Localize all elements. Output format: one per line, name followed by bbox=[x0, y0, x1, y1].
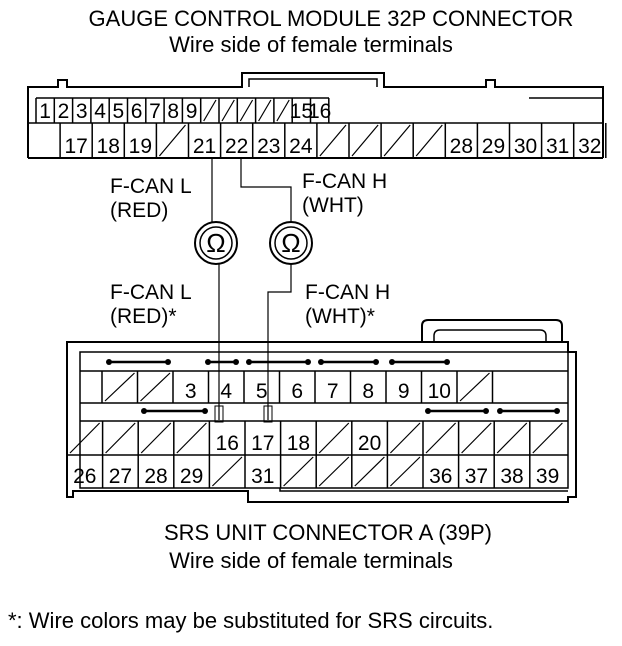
pin-number: 8 bbox=[167, 100, 179, 123]
pin-number: 3 bbox=[76, 100, 88, 123]
pin-number: 32 bbox=[578, 135, 601, 158]
pin-number: 18 bbox=[287, 432, 310, 455]
bottom-connector-row3: 26 27 28 29 31 36 37 38 39 bbox=[73, 455, 559, 488]
pin-number: 37 bbox=[465, 465, 488, 488]
empty-cavity bbox=[319, 124, 347, 157]
empty-cavity bbox=[389, 422, 421, 454]
pin-number: 10 bbox=[428, 380, 451, 403]
empty-cavity bbox=[105, 422, 136, 454]
srs-left-label-2: (RED)* bbox=[110, 305, 177, 328]
top-connector-row2: 17 18 19 21 22 23 24 28 29 30 31 32 bbox=[27, 123, 607, 158]
footnote: *: Wire colors may be substituted for SR… bbox=[8, 608, 494, 633]
empty-cavity bbox=[140, 422, 172, 454]
empty-cavity bbox=[176, 422, 207, 454]
top-connector-subtitle: Wire side of female terminals bbox=[169, 32, 453, 57]
pin-number: 2 bbox=[58, 100, 70, 123]
pin-number: 22 bbox=[225, 135, 248, 158]
pin-number: 7 bbox=[327, 380, 339, 403]
pin-number: 1 bbox=[39, 100, 51, 123]
pin-number: 4 bbox=[220, 380, 232, 403]
empty-cavity bbox=[283, 456, 314, 487]
pin-number: 5 bbox=[256, 380, 268, 403]
empty-cavity bbox=[258, 99, 272, 122]
srs-right-label-1: F-CAN H bbox=[305, 281, 390, 304]
srs-left-label-1: F-CAN L bbox=[110, 281, 192, 304]
empty-cavity bbox=[221, 99, 235, 122]
pin-number: 29 bbox=[482, 135, 505, 158]
pin-number: 29 bbox=[180, 465, 203, 488]
pin-number: 17 bbox=[64, 135, 87, 158]
shorting-bars bbox=[106, 359, 560, 414]
bottom-connector-subtitle: Wire side of female terminals bbox=[169, 548, 453, 573]
empty-cavity bbox=[276, 99, 290, 122]
pin-number: 26 bbox=[73, 465, 96, 488]
empty-cavity bbox=[158, 124, 186, 157]
top-connector-title: GAUGE CONTROL MODULE 32P CONNECTOR bbox=[89, 6, 574, 31]
pin-number: 36 bbox=[429, 465, 452, 488]
pin-number: 3 bbox=[185, 380, 197, 403]
empty-cavity bbox=[318, 456, 350, 487]
pin-number: 9 bbox=[398, 380, 410, 403]
bottom-connector-title: SRS UNIT CONNECTOR A (39P) bbox=[164, 520, 492, 545]
empty-cavity bbox=[415, 124, 443, 157]
pin-number: 17 bbox=[251, 432, 274, 455]
pin-number: 24 bbox=[289, 135, 313, 158]
pin-number: 28 bbox=[450, 135, 473, 158]
pin-number: 6 bbox=[131, 100, 143, 123]
pin-number: 9 bbox=[186, 100, 198, 123]
empty-cavity bbox=[532, 422, 563, 454]
pin-number: 18 bbox=[97, 135, 120, 158]
pin-number: 20 bbox=[358, 432, 381, 455]
pin-number: 30 bbox=[514, 135, 537, 158]
empty-cavity bbox=[104, 372, 135, 402]
pin-number: 28 bbox=[144, 465, 167, 488]
empty-cavity bbox=[203, 99, 217, 122]
empty-cavity bbox=[140, 372, 171, 402]
ohm-symbol-right: Ω bbox=[281, 228, 300, 258]
pin-number: 8 bbox=[362, 380, 374, 403]
empty-cavity bbox=[459, 372, 490, 402]
pin-number: 4 bbox=[94, 100, 106, 123]
meter-left-label-1: F-CAN L bbox=[110, 175, 192, 198]
empty-cavity bbox=[318, 422, 350, 454]
ohmmeter-left: Ω bbox=[194, 221, 238, 265]
pin-number: 27 bbox=[109, 465, 132, 488]
empty-cavity bbox=[383, 124, 411, 157]
probe-tips bbox=[214, 405, 273, 423]
ohmmeter-right: Ω bbox=[269, 221, 313, 265]
pin-number: 21 bbox=[193, 135, 216, 158]
empty-cavity bbox=[389, 456, 421, 487]
srs-right-label-2: (WHT)* bbox=[305, 305, 375, 328]
pin-number: 31 bbox=[251, 465, 274, 488]
empty-cavity bbox=[351, 124, 379, 157]
empty-cavity bbox=[496, 422, 528, 454]
meter-left-label-2: (RED) bbox=[110, 199, 168, 222]
ohm-symbol-left: Ω bbox=[206, 228, 225, 258]
empty-cavity bbox=[211, 456, 243, 487]
pin-number: 23 bbox=[257, 135, 280, 158]
pin-number: 15 bbox=[290, 100, 313, 123]
bottom-connector-row2: 16 17 18 20 bbox=[67, 421, 568, 456]
pin-number: 6 bbox=[291, 380, 303, 403]
meter-right-label-2: (WHT) bbox=[302, 194, 364, 217]
empty-cavity bbox=[354, 456, 385, 487]
pin-number: 19 bbox=[129, 135, 152, 158]
pin-number: 16 bbox=[308, 100, 331, 123]
pin-number: 31 bbox=[546, 135, 569, 158]
pin-number: 7 bbox=[149, 100, 161, 123]
empty-cavity bbox=[461, 422, 492, 454]
bottom-connector-housing bbox=[66, 319, 577, 503]
pin-number: 5 bbox=[113, 100, 125, 123]
pin-number: 38 bbox=[500, 465, 523, 488]
empty-cavity bbox=[425, 422, 457, 454]
empty-cavity bbox=[239, 99, 254, 122]
empty-cavity bbox=[69, 422, 101, 454]
pin-number: 39 bbox=[536, 465, 559, 488]
pin-number: 16 bbox=[216, 432, 239, 455]
meter-right-label-1: F-CAN H bbox=[302, 170, 387, 193]
